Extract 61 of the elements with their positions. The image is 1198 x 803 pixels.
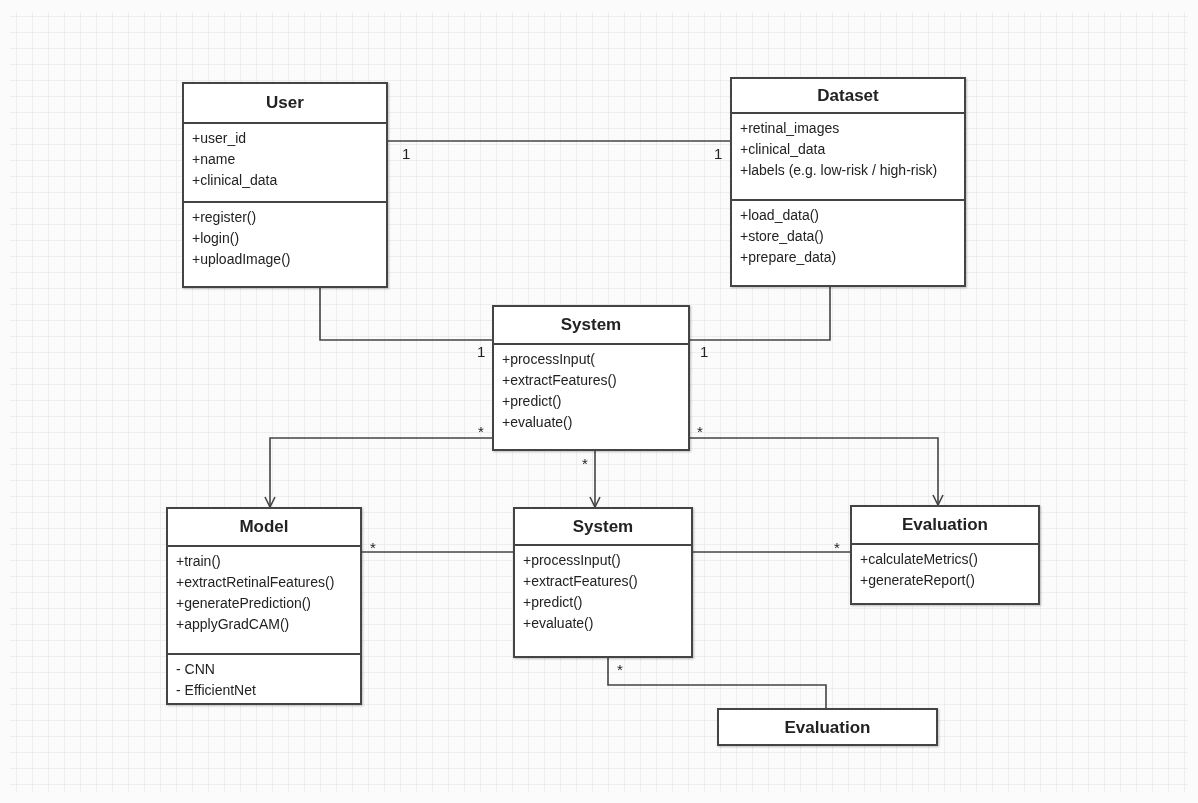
member-text: - CNN: [176, 660, 216, 679]
multiplicity-label: *: [370, 540, 376, 556]
multiplicity-label: *: [834, 540, 840, 556]
member-text: +clinical_data: [740, 140, 827, 159]
class-box: [513, 507, 693, 658]
member-text: +predict(): [502, 392, 563, 411]
member-text: +extractRetinalFeatures(): [176, 573, 336, 592]
association-line: [387, 140, 731, 142]
member-text: +labels (e.g. low-risk / high-risk): [740, 161, 939, 180]
class-box: [182, 82, 388, 288]
member-text: +clinical_data: [192, 171, 279, 190]
association-line: [689, 286, 831, 341]
member-text: +prepare_data): [740, 248, 838, 267]
member-text: +evaluate(): [523, 614, 595, 633]
class-box: [166, 507, 362, 705]
member-text: +retinal_images: [740, 119, 841, 138]
member-text: +processInput(): [523, 551, 622, 570]
member-text: +load_data(): [740, 206, 820, 225]
member-text: +train(): [176, 552, 222, 571]
member-text: +predict(): [523, 593, 584, 612]
member-text: +user_id: [192, 129, 248, 148]
member-text: +evaluate(): [502, 413, 574, 432]
association-line: [607, 657, 827, 709]
class-name: Model: [239, 516, 289, 539]
member-text: +store_data(): [740, 227, 825, 246]
multiplicity-label: *: [582, 456, 588, 472]
member-text: +login(): [192, 229, 241, 249]
class-box: [730, 77, 966, 287]
association-arrow: [589, 450, 601, 508]
member-text: +register(): [192, 208, 258, 228]
multiplicity-label: *: [697, 424, 703, 440]
multiplicity-label: *: [478, 424, 484, 440]
association-arrow: [689, 437, 944, 506]
multiplicity-label: 1: [477, 344, 486, 360]
multiplicity-label: 1: [700, 344, 709, 360]
association-line: [692, 551, 851, 553]
member-text: +calculateMetrics(): [860, 550, 979, 569]
multiplicity-label: *: [617, 662, 623, 678]
member-text: - EfficientNet: [176, 681, 257, 700]
member-text: +processInput(: [502, 350, 596, 369]
member-text: +extractFeatures(): [523, 572, 639, 591]
association-line: [319, 287, 493, 341]
member-text: +uploadImage(): [192, 250, 292, 270]
member-text: +name: [192, 150, 237, 169]
multiplicity-label: 1: [402, 146, 411, 162]
multiplicity-label: 1: [714, 146, 723, 162]
class-box: [492, 305, 690, 451]
class-name: Evaluation: [902, 514, 988, 537]
class-name: System: [560, 314, 622, 337]
class-box: [717, 708, 938, 746]
association-arrow: [264, 437, 493, 508]
member-text: +generateReport(): [860, 571, 976, 590]
class-name: User: [266, 92, 304, 115]
association-line: [361, 551, 514, 553]
class-name: Dataset: [817, 84, 879, 107]
class-name: System: [572, 515, 634, 538]
class-name: Evaluation: [784, 717, 871, 740]
member-text: +applyGradCAM(): [176, 615, 291, 634]
member-text: +generatePrediction(): [176, 594, 313, 613]
member-text: +extractFeatures(): [502, 371, 618, 390]
class-box: [850, 505, 1040, 605]
